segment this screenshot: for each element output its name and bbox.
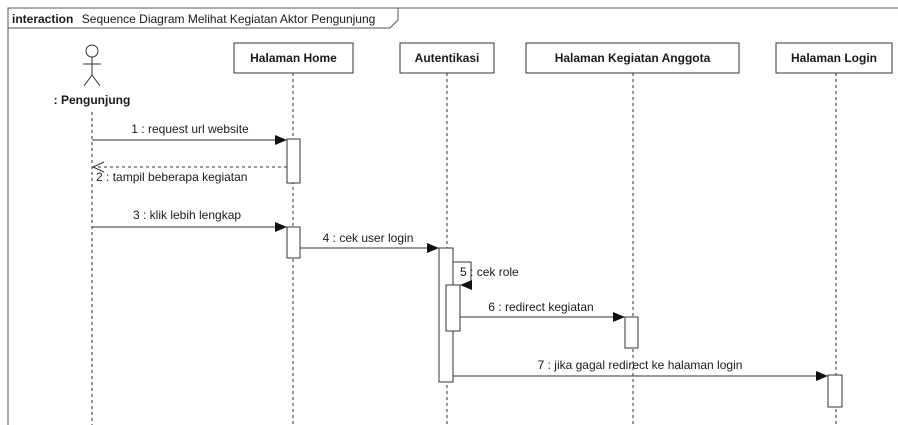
- actor-stick-figure-icon: [83, 44, 101, 87]
- message-5: 5 : cek role: [453, 261, 519, 290]
- message-6-arrowhead-icon: [613, 312, 625, 322]
- activation-bar-home-1: [286, 138, 301, 184]
- message-2: 2 : tampil beberapa kegiatan: [91, 161, 287, 184]
- lifeline-halaman-kegiatan-anggota: Halaman Kegiatan Anggota: [525, 42, 740, 425]
- activation-bar-auth-nested: [445, 284, 461, 332]
- message-1-arrowhead-icon: [275, 135, 287, 145]
- lifeline-label-halaman-login: Halaman Login: [791, 51, 877, 65]
- message-1-label: 1 : request url website: [131, 122, 249, 136]
- activation-bar-kegiatan: [624, 316, 639, 349]
- message-1: 1 : request url website: [92, 122, 287, 145]
- message-7-label: 7 : jika gagal redirect ke halaman login: [538, 358, 743, 372]
- frame-keyword: interaction: [12, 12, 73, 26]
- frame-tab: [8, 8, 399, 29]
- lifeline-label-halaman-home: Halaman Home: [250, 51, 337, 65]
- lifeline-label-autentikasi: Autentikasi: [415, 51, 480, 65]
- message-5-label: 5 : cek role: [460, 265, 519, 279]
- lifeline-head-halaman-home: [233, 42, 354, 74]
- frame-title: Sequence Diagram Melihat Kegiatan Aktor …: [82, 12, 376, 26]
- message-4-arrowhead-icon: [427, 243, 439, 253]
- message-6-label: 6 : redirect kegiatan: [488, 300, 593, 314]
- message-7: 7 : jika gagal redirect ke halaman login: [453, 358, 828, 381]
- frame-border: [7, 7, 898, 425]
- message-6: 6 : redirect kegiatan: [460, 300, 625, 322]
- lifeline-label-halaman-kegiatan-anggota: Halaman Kegiatan Anggota: [555, 51, 711, 65]
- message-2-open-arrowhead-icon: [91, 161, 105, 173]
- message-3: 3 : klik lebih lengkap: [92, 208, 287, 232]
- frame-label: interaction Sequence Diagram Melihat Keg…: [12, 10, 375, 27]
- lifeline-head-halaman-login: [775, 42, 893, 74]
- activation-bar-login: [827, 374, 843, 408]
- lifeline-head-autentikasi: [399, 42, 495, 74]
- actor-label: : Pengunjung: [54, 93, 131, 107]
- message-3-arrowhead-icon: [275, 222, 287, 232]
- actor-pengunjung: : Pengunjung: [54, 44, 131, 425]
- lifeline-halaman-login: Halaman Login: [775, 42, 893, 425]
- message-7-arrowhead-icon: [816, 371, 828, 381]
- activation-bar-home-2: [286, 226, 301, 259]
- message-5-arrowhead-icon: [460, 280, 472, 290]
- message-4: 4 : cek user login: [300, 231, 439, 253]
- message-4-label: 4 : cek user login: [323, 231, 414, 245]
- message-2-label: 2 : tampil beberapa kegiatan: [96, 170, 247, 184]
- interaction-frame: interaction Sequence Diagram Melihat Keg…: [7, 7, 898, 425]
- message-3-label: 3 : klik lebih lengkap: [133, 208, 241, 222]
